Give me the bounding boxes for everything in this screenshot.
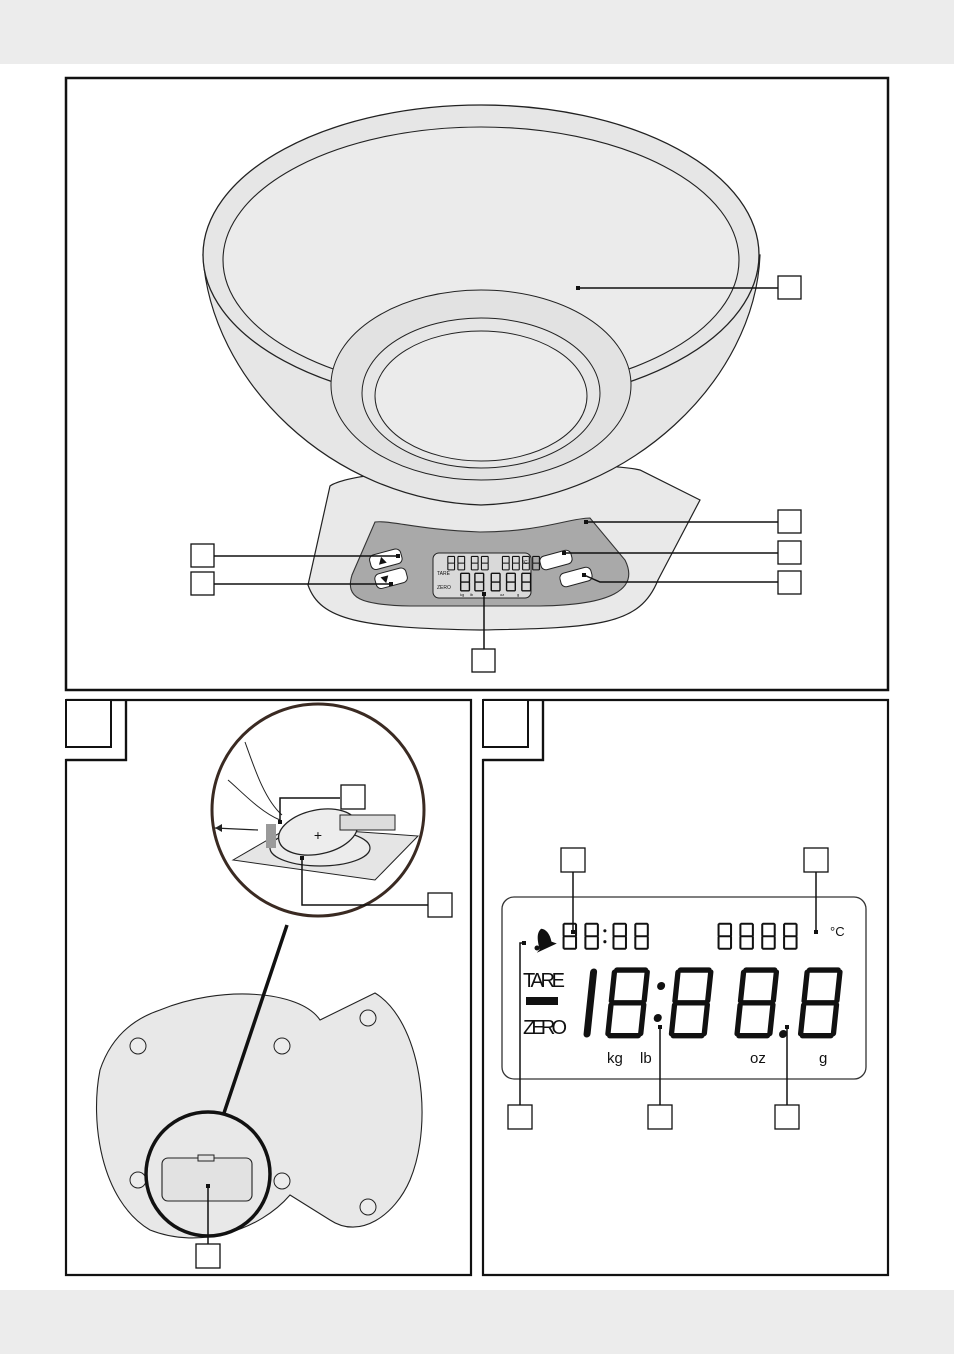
figure-display: °C TARE ZERO kg lb oz g xyxy=(481,698,890,1277)
g-label: g xyxy=(819,1050,827,1067)
arrow-left-icon xyxy=(214,827,259,831)
celsius-label: °C xyxy=(830,924,845,939)
figure-display-label-box xyxy=(482,699,529,748)
callout-dots xyxy=(389,286,588,596)
plus-icon: + xyxy=(314,827,322,843)
zoom-connector xyxy=(222,924,289,1114)
callout-box-display xyxy=(471,648,496,673)
mini-celsius-label: °C xyxy=(522,560,528,566)
small-time-digits xyxy=(562,922,649,950)
kg-label: kg xyxy=(607,1050,623,1067)
big-weight-digits xyxy=(583,970,840,1038)
callout-box-bowl xyxy=(777,275,802,300)
triangle-down-icon xyxy=(380,575,389,584)
battery-callout-boxes xyxy=(195,784,453,1269)
bowl-bottom-center xyxy=(374,330,588,462)
zero-label: ZERO xyxy=(523,1017,567,1039)
mini-zero-label: ZERO xyxy=(437,585,451,591)
battery-cover xyxy=(161,1157,253,1202)
battery-clip-left xyxy=(266,824,276,848)
feet xyxy=(129,1009,377,1216)
mini-oz-label: oz xyxy=(500,592,504,597)
triangle-up-icon xyxy=(379,556,387,565)
battery-contact xyxy=(339,814,396,831)
mini-tare-label: TARE xyxy=(437,571,451,577)
callout-box-button-up xyxy=(190,543,215,568)
button-right-bottom[interactable] xyxy=(559,566,594,588)
figure-battery: + xyxy=(64,698,473,1277)
callout-box-button-right-bottom xyxy=(777,570,802,595)
callout-box-button-down xyxy=(190,571,215,596)
lb-label: lb xyxy=(640,1050,652,1067)
callout-box-button-right-top xyxy=(777,540,802,565)
mini-lb-label: lb xyxy=(470,592,474,597)
mini-g-label: g xyxy=(517,592,519,597)
display-callout-boxes xyxy=(507,847,829,1130)
oz-label: oz xyxy=(750,1050,766,1067)
figure-battery-label-box xyxy=(65,699,112,748)
bell-icon xyxy=(534,928,557,953)
button-up[interactable] xyxy=(368,548,403,571)
callout-boxes xyxy=(190,275,802,673)
minus-segment xyxy=(526,997,558,1005)
top-margin-band xyxy=(0,0,954,64)
callout-lines xyxy=(214,287,778,649)
finger-outline xyxy=(227,779,281,821)
tare-label: TARE xyxy=(523,970,565,992)
bottom-margin-band xyxy=(0,1290,954,1354)
button-right-top[interactable] xyxy=(539,549,574,571)
figure-overview: TARE ZERO °C kg lb oz g xyxy=(64,76,890,692)
callout-box-base xyxy=(777,509,802,534)
battery-callout-lines xyxy=(207,797,428,1244)
mini-kg-label: kg xyxy=(460,592,464,597)
